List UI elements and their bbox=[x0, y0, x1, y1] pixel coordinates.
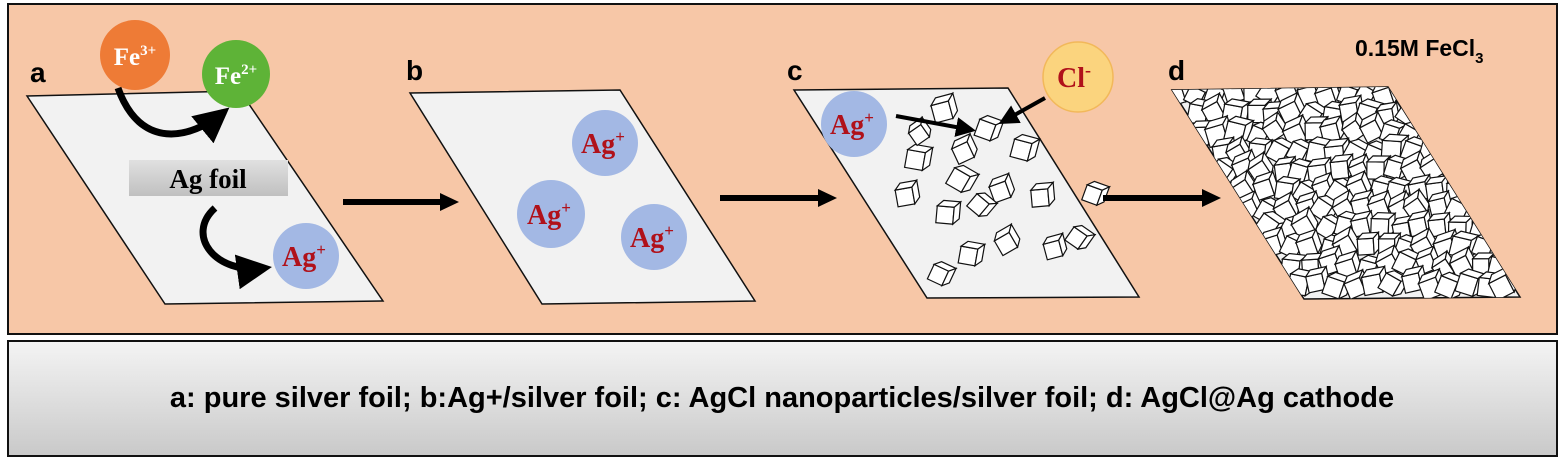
condition-label: 0.15M FeCl3 bbox=[1355, 35, 1484, 67]
oxidation-arrow bbox=[199, 205, 272, 290]
agcl-cube bbox=[1029, 180, 1056, 208]
agcl-cube bbox=[926, 261, 958, 287]
svg-text:Ag+: Ag+ bbox=[282, 240, 326, 273]
caption-text: a: pure silver foil; b:Ag+/silver foil; … bbox=[170, 382, 1394, 414]
agcl-cube bbox=[1009, 133, 1042, 163]
ag-ion-c: Ag+ bbox=[821, 91, 887, 157]
svg-text:Ag+: Ag+ bbox=[830, 108, 874, 141]
agcl-cube bbox=[935, 199, 963, 226]
agcl-cube bbox=[1041, 231, 1068, 261]
ag-ion-b3: Ag+ bbox=[621, 204, 687, 270]
foil-label: Ag foil bbox=[169, 164, 247, 194]
agcl-particles-c bbox=[893, 91, 1111, 287]
cl-ion: Cl- bbox=[1042, 41, 1114, 113]
fe3-ion: Fe3+ bbox=[100, 20, 170, 90]
cl-migration-arrow bbox=[998, 96, 1046, 124]
agcl-cube bbox=[1304, 264, 1331, 294]
agcl-cube bbox=[950, 132, 978, 166]
agcl-cube bbox=[893, 178, 921, 208]
svg-text:Fe2+: Fe2+ bbox=[215, 62, 257, 90]
agcl-cube bbox=[1355, 230, 1381, 256]
panel-label-d: d bbox=[1168, 55, 1185, 86]
agcl-cube bbox=[987, 171, 1016, 204]
panel-label-b: b bbox=[406, 55, 423, 86]
agcl-cube bbox=[965, 192, 999, 218]
agcl-cube bbox=[929, 91, 959, 124]
svg-text:Fe3+: Fe3+ bbox=[114, 43, 156, 71]
svg-text:Cl-: Cl- bbox=[1057, 60, 1091, 94]
svg-text:Ag+: Ag+ bbox=[630, 221, 674, 254]
ag-ion-a: Ag+ bbox=[273, 223, 339, 289]
agcl-cube bbox=[957, 240, 987, 268]
reduction-arrow bbox=[114, 86, 230, 144]
step-arrow-bc-head bbox=[818, 189, 837, 207]
panel-label-c: c bbox=[787, 55, 803, 86]
caption-bar bbox=[7, 340, 1558, 457]
ag-migration-arrow bbox=[895, 114, 976, 137]
agcl-cube bbox=[993, 222, 1021, 257]
panel-label-a: a bbox=[30, 57, 46, 88]
agcl-cube bbox=[973, 114, 1006, 143]
svg-text:Ag+: Ag+ bbox=[581, 127, 625, 160]
svg-text:Ag+: Ag+ bbox=[527, 198, 571, 231]
step-arrow-cd-head bbox=[1202, 189, 1221, 207]
ag-ion-b1: Ag+ bbox=[572, 110, 638, 176]
agcl-cube bbox=[944, 164, 981, 194]
agcl-cube bbox=[1064, 224, 1097, 250]
step-arrow-ab-head bbox=[440, 193, 459, 211]
agcl-cube bbox=[1223, 115, 1255, 145]
agcl-cube bbox=[1358, 110, 1387, 144]
agcl-cube bbox=[903, 143, 935, 172]
fe2-ion: Fe2+ bbox=[202, 40, 270, 108]
foil-label-box: Ag foil bbox=[129, 160, 288, 196]
ag-ion-b2: Ag+ bbox=[517, 180, 585, 248]
